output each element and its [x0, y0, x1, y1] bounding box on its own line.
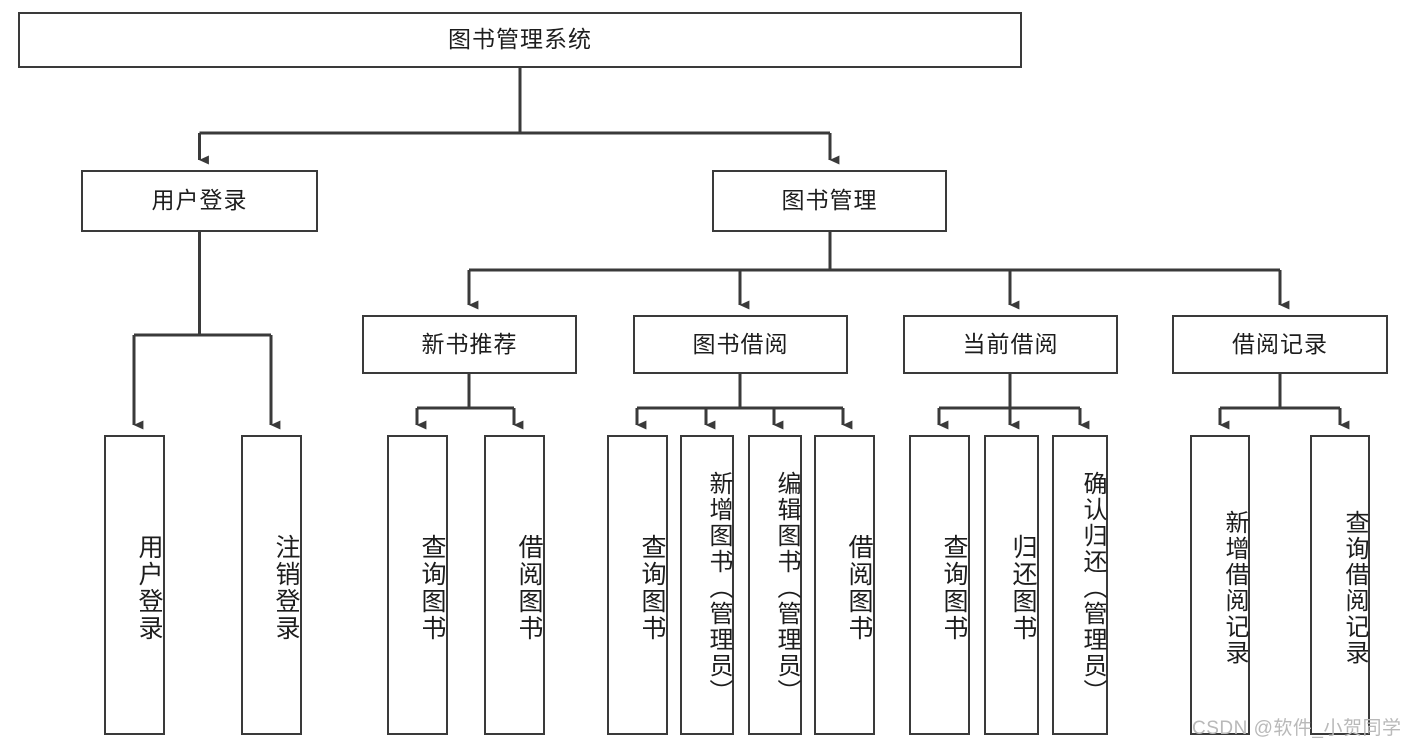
node-label: 图书管理系统 — [448, 26, 592, 53]
node-label: 图书借阅 — [692, 330, 789, 357]
node-label: 新书推荐 — [421, 330, 518, 357]
node-label: 图书管理 — [781, 187, 878, 214]
node-book-management[interactable]: 图书管理 — [712, 170, 947, 232]
node-leaf-add-book-admin[interactable]: 新增图书（管理员） — [680, 435, 734, 735]
node-label: 新增借阅记录 — [1221, 510, 1248, 666]
node-label: 确认归还（管理员） — [1079, 471, 1106, 705]
node-leaf-return-book[interactable]: 归还图书 — [984, 435, 1039, 735]
node-leaf-query-borrow-record[interactable]: 查询借阅记录 — [1310, 435, 1370, 735]
node-label: 注销登录 — [272, 534, 300, 642]
node-label: 查询图书 — [638, 534, 666, 642]
node-label: 用户登录 — [151, 187, 248, 214]
node-leaf-user-login[interactable]: 用户登录 — [104, 435, 165, 735]
node-label: 查询借阅记录 — [1341, 510, 1368, 666]
node-leaf-confirm-return-admin[interactable]: 确认归还（管理员） — [1052, 435, 1108, 735]
node-leaf-query-book-1[interactable]: 查询图书 — [387, 435, 448, 735]
node-leaf-add-borrow-record[interactable]: 新增借阅记录 — [1190, 435, 1250, 735]
node-leaf-query-book-3[interactable]: 查询图书 — [909, 435, 970, 735]
node-book-borrow[interactable]: 图书借阅 — [633, 315, 848, 374]
node-new-book-recommend[interactable]: 新书推荐 — [362, 315, 577, 374]
node-label: 归还图书 — [1009, 534, 1037, 642]
node-leaf-borrow-book-1[interactable]: 借阅图书 — [484, 435, 545, 735]
node-label: 查询图书 — [418, 534, 446, 642]
watermark-text: CSDN @软件_小贺同学 — [1192, 718, 1402, 739]
node-label: 借阅记录 — [1232, 330, 1328, 357]
node-leaf-query-book-2[interactable]: 查询图书 — [607, 435, 668, 735]
node-leaf-logout-login[interactable]: 注销登录 — [241, 435, 302, 735]
node-label: 借阅图书 — [515, 534, 543, 642]
node-borrow-record[interactable]: 借阅记录 — [1172, 315, 1388, 374]
node-leaf-borrow-book-2[interactable]: 借阅图书 — [814, 435, 875, 735]
node-label: 用户登录 — [135, 534, 163, 642]
node-label: 借阅图书 — [845, 534, 873, 642]
node-book-management-system[interactable]: 图书管理系统 — [18, 12, 1022, 68]
node-label: 查询图书 — [940, 534, 968, 642]
node-label: 当前借阅 — [962, 330, 1059, 357]
node-user-login[interactable]: 用户登录 — [81, 170, 318, 232]
node-label: 新增图书（管理员） — [705, 471, 732, 705]
node-label: 编辑图书（管理员） — [773, 471, 800, 705]
node-leaf-edit-book-admin[interactable]: 编辑图书（管理员） — [748, 435, 802, 735]
node-current-borrow[interactable]: 当前借阅 — [903, 315, 1118, 374]
